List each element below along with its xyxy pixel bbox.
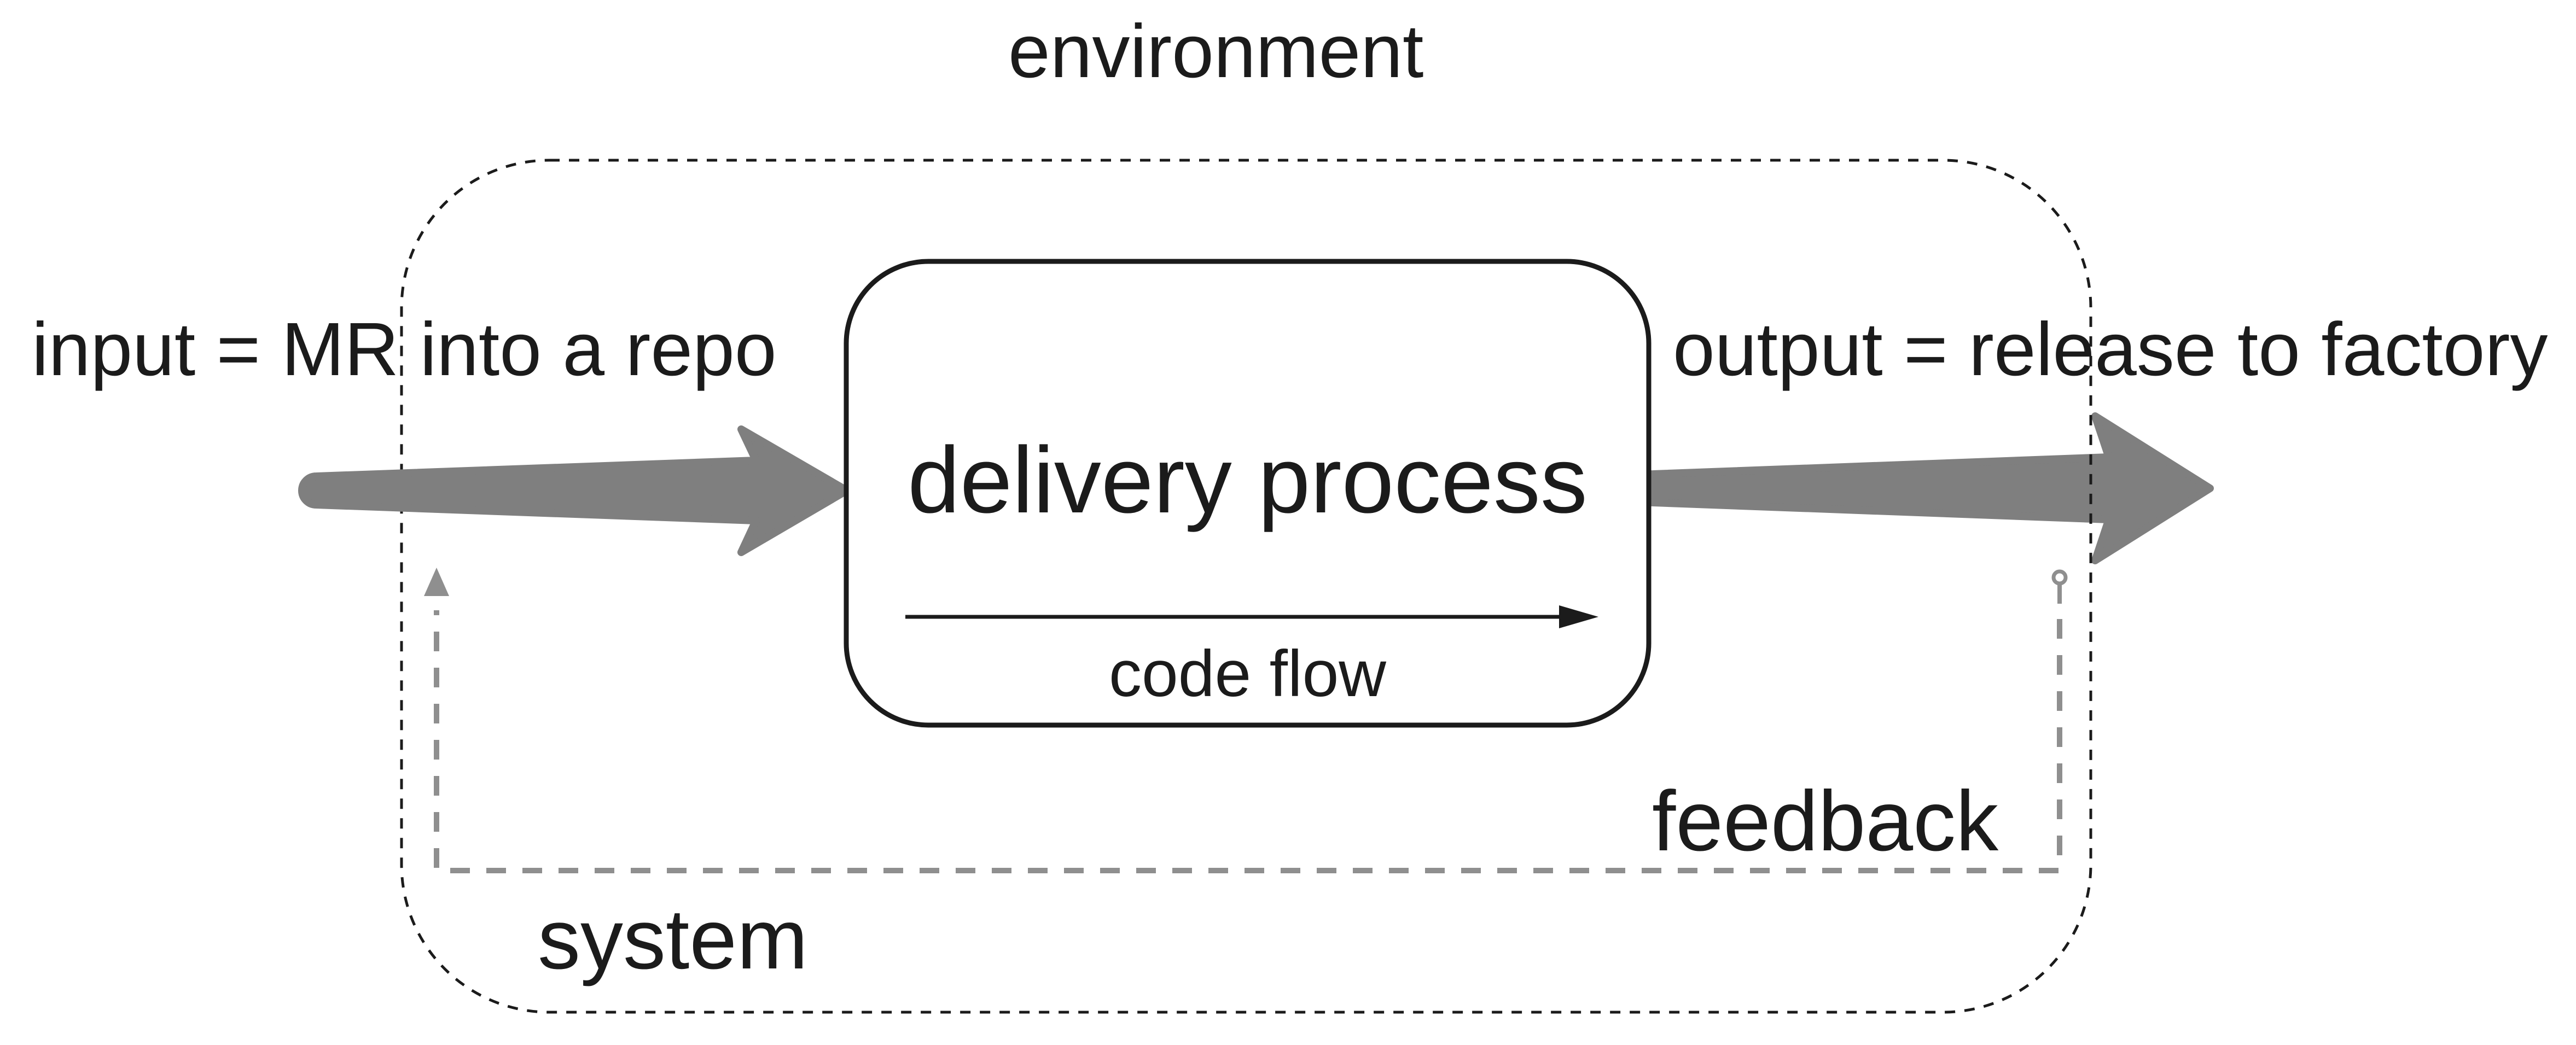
delivery-process-box (844, 259, 1652, 728)
output-label: output = release to factory (1673, 307, 2548, 392)
environment-boundary (400, 159, 2092, 1014)
delivery-process-label: delivery process (908, 428, 1588, 533)
code-flow-label: code flow (1109, 637, 1386, 710)
code-flow-arrowhead (1559, 605, 1598, 628)
input-arrow (298, 425, 851, 556)
environment-label: environment (1008, 9, 1424, 94)
input-label: input = MR into a repo (32, 307, 777, 392)
feedback-arrowhead (424, 568, 449, 596)
output-arrow (1635, 412, 2214, 564)
system-label: system (538, 892, 809, 987)
feedback-start-circle (2051, 569, 2068, 586)
feedback-loop-path (434, 610, 2062, 873)
feedback-label: feedback (1652, 774, 1999, 869)
